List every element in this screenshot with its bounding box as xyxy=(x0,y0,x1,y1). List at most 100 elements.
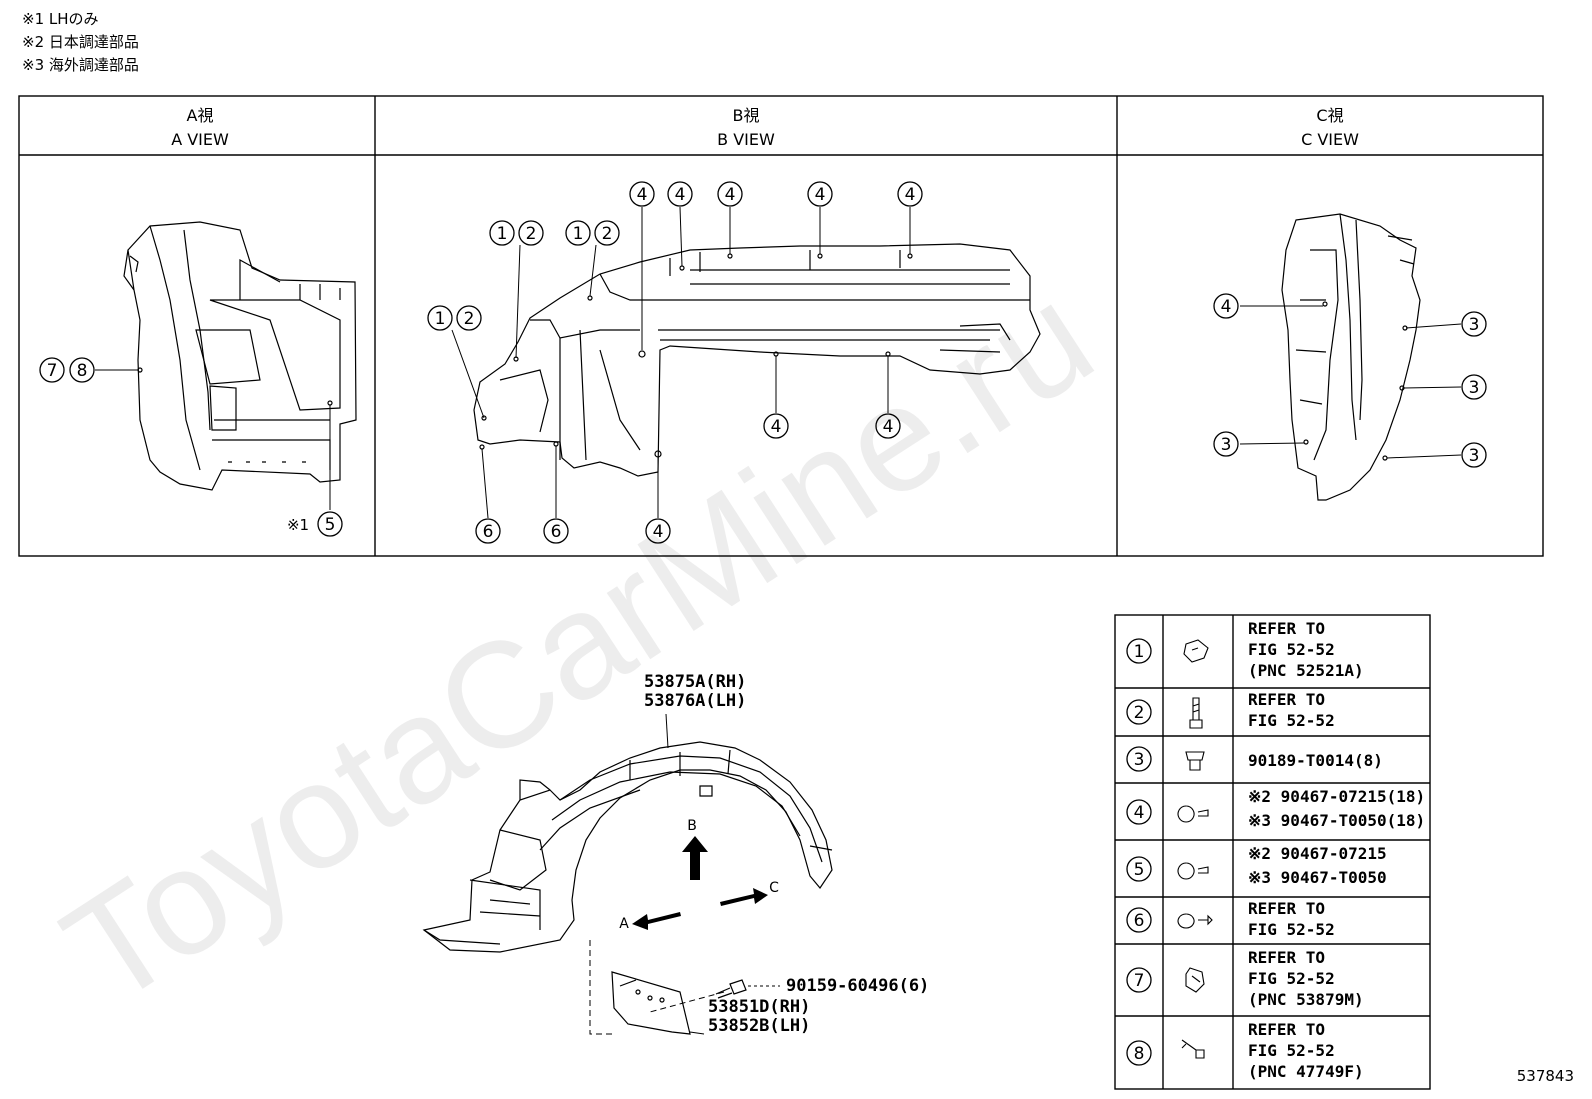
flap-part-lh: 53852B(LH) xyxy=(708,1016,810,1036)
svg-text:4: 4 xyxy=(653,522,664,542)
screw-drawing xyxy=(715,979,747,999)
note-2: ※2 日本調達部品 xyxy=(22,33,139,51)
svg-text:(PNC 47749F): (PNC 47749F) xyxy=(1248,1062,1364,1081)
svg-text:REFER TO: REFER TO xyxy=(1248,690,1325,709)
svg-text:3: 3 xyxy=(1469,378,1480,398)
legend-row-1: 1 REFER TO FIG 52-52 (PNC 52521A) xyxy=(1126,619,1364,680)
svg-text:2: 2 xyxy=(602,224,613,244)
a-view-callouts xyxy=(95,369,331,510)
c-callout-3-1: 3 xyxy=(1461,311,1487,337)
callout-5-note: ※1 xyxy=(287,516,309,534)
svg-text:3: 3 xyxy=(1221,435,1232,455)
arrow-b-icon xyxy=(682,836,708,880)
grommet-icon xyxy=(1185,751,1205,771)
b-callout-6-2: 6 xyxy=(543,518,569,544)
b-callout-2c: 2 xyxy=(594,220,620,246)
screw-part: 90159-60496(6) xyxy=(786,976,929,996)
arrow-c-icon xyxy=(720,888,768,906)
svg-text:2: 2 xyxy=(526,224,537,244)
svg-text:1: 1 xyxy=(497,224,508,244)
svg-text:8: 8 xyxy=(1134,1044,1145,1064)
legend-row-2: 2 REFER TO FIG 52-52 xyxy=(1126,690,1335,730)
b-callout-1b: 1 xyxy=(489,220,515,246)
b-callout-6-1: 6 xyxy=(475,518,501,544)
callout-5: 5 xyxy=(317,511,343,537)
mud-flap-drawing xyxy=(611,971,691,1035)
svg-text:FIG 52-52: FIG 52-52 xyxy=(1248,711,1335,730)
legend-row-5: 5 ※2 90467-07215 ※3 90467-T0050 xyxy=(1126,844,1387,887)
push-clip-icon xyxy=(1177,862,1209,880)
b-callout-4-top-1: 4 xyxy=(629,181,655,207)
a-view-title-jp: A視 xyxy=(187,106,214,125)
svg-text:5: 5 xyxy=(1134,860,1145,880)
arrow-b-label: B xyxy=(687,818,697,834)
c-view-leaders xyxy=(1239,305,1462,459)
doc-number: 537843 xyxy=(1516,1067,1574,1085)
view-panels xyxy=(18,95,1544,557)
svg-text:1: 1 xyxy=(435,309,446,329)
svg-text:3: 3 xyxy=(1134,750,1145,770)
callout-7: 7 xyxy=(39,357,65,383)
svg-text:4: 4 xyxy=(637,185,648,205)
b-callout-4-mid-2: 4 xyxy=(875,413,901,439)
legend-table xyxy=(1114,614,1431,1090)
svg-text:(PNC 52521A): (PNC 52521A) xyxy=(1248,661,1364,680)
svg-text:REFER TO: REFER TO xyxy=(1248,1020,1325,1039)
legend-row-3: 3 90189-T0014(8) xyxy=(1126,746,1383,772)
c-callout-4: 4 xyxy=(1213,293,1239,319)
b-callout-4-bottom: 4 xyxy=(645,518,671,544)
svg-text:REFER TO: REFER TO xyxy=(1248,948,1325,967)
legend-num: 1 xyxy=(1134,642,1145,662)
c-callout-3-3: 3 xyxy=(1461,442,1487,468)
note-3: ※3 海外調達部品 xyxy=(22,56,139,74)
a-view-drawing xyxy=(123,221,357,491)
svg-text:FIG 52-52: FIG 52-52 xyxy=(1248,1041,1335,1060)
liner-leader xyxy=(665,713,669,749)
part-labels: 53875A(RH) 53876A(LH) 90159-60496(6) 538… xyxy=(644,672,929,1036)
svg-text:1: 1 xyxy=(573,224,584,244)
c-callout-3-2: 3 xyxy=(1461,374,1487,400)
b-view-leaders xyxy=(451,206,911,519)
b-callout-2a: 2 xyxy=(456,305,482,331)
svg-text:3: 3 xyxy=(1469,446,1480,466)
b-view-title-jp: B視 xyxy=(733,106,760,125)
b-view-title-en: B VIEW xyxy=(717,130,775,149)
bolt-clip-icon xyxy=(1181,1039,1205,1059)
view-arrows xyxy=(632,836,768,930)
svg-text:4: 4 xyxy=(905,185,916,205)
svg-text:(PNC 53879M): (PNC 53879M) xyxy=(1248,990,1364,1009)
svg-text:90189-T0014(8): 90189-T0014(8) xyxy=(1248,751,1383,770)
b-callout-4-mid-1: 4 xyxy=(763,413,789,439)
legend-row-6: 6 REFER TO FIG 52-52 xyxy=(1126,899,1335,939)
fender-liner-drawing xyxy=(422,741,833,953)
notes: ※1 LHのみ ※2 日本調達部品 ※3 海外調達部品 xyxy=(22,8,139,77)
arrow-a-label: A xyxy=(619,916,629,932)
svg-text:4: 4 xyxy=(725,185,736,205)
flap-dash-lines xyxy=(589,940,725,1035)
liner-part-lh: 53876A(LH) xyxy=(644,691,746,711)
c-view-title-jp: C視 xyxy=(1316,106,1343,125)
liner-part-rh: 53875A(RH) xyxy=(644,672,746,692)
svg-text:※3 90467-T0050(18): ※3 90467-T0050(18) xyxy=(1248,811,1425,830)
svg-text:6: 6 xyxy=(483,522,494,542)
c-callout-3-4: 3 xyxy=(1213,431,1239,457)
svg-text:4: 4 xyxy=(815,185,826,205)
svg-text:4: 4 xyxy=(675,185,686,205)
nut-clip-icon xyxy=(1185,967,1205,993)
b-callout-4-top-3: 4 xyxy=(717,181,743,207)
svg-text:7: 7 xyxy=(47,361,58,381)
push-clip-icon xyxy=(1177,805,1209,823)
svg-text:3: 3 xyxy=(1469,315,1480,335)
svg-text:4: 4 xyxy=(1134,803,1145,823)
a-view-title-en: A VIEW xyxy=(171,130,229,149)
legend-row-4: 4 ※2 90467-07215(18) ※3 90467-T0050(18) xyxy=(1126,787,1425,830)
svg-text:6: 6 xyxy=(1134,911,1145,931)
legend-row-7: 7 REFER TO FIG 52-52 (PNC 53879M) xyxy=(1126,948,1364,1009)
callout-8: 8 xyxy=(69,357,95,383)
b-view-drawing xyxy=(473,243,1041,477)
svg-text:※2 90467-07215(18): ※2 90467-07215(18) xyxy=(1248,787,1425,806)
svg-text:REFER TO: REFER TO xyxy=(1248,619,1325,638)
svg-text:4: 4 xyxy=(883,417,894,437)
svg-text:8: 8 xyxy=(77,361,88,381)
screw-icon xyxy=(1189,697,1203,729)
